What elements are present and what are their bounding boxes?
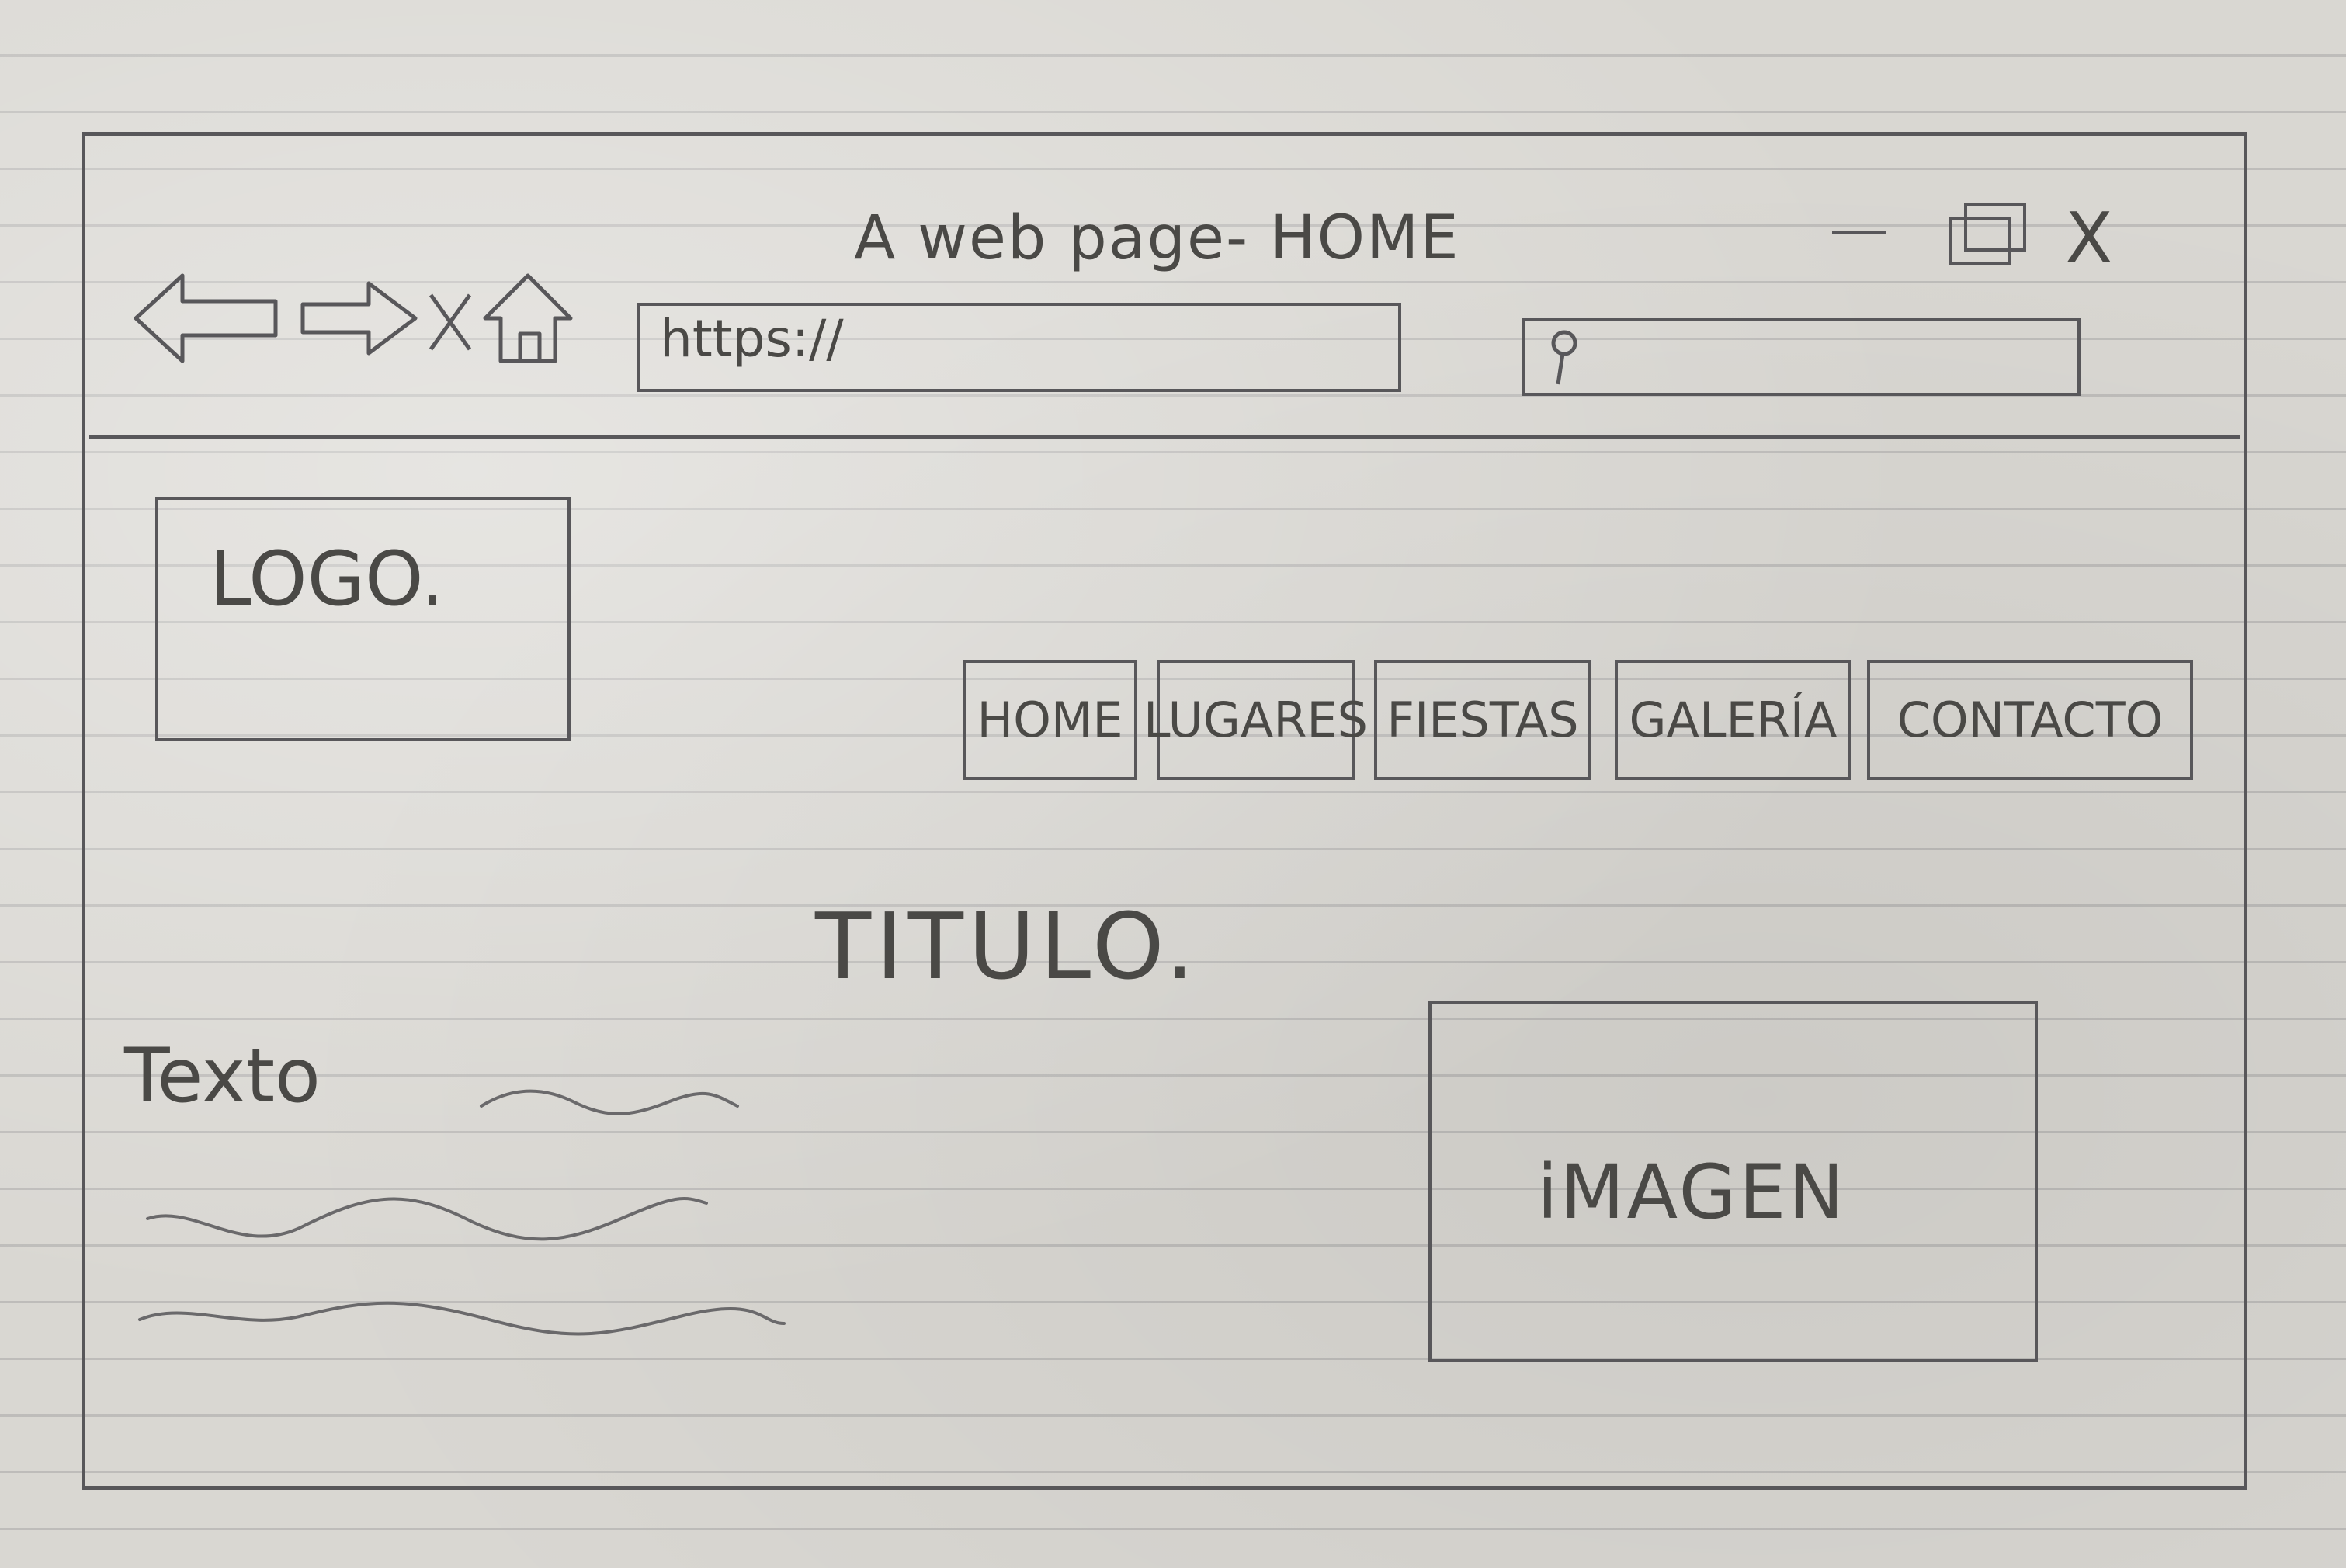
- back-icon[interactable]: [134, 273, 278, 363]
- nav-controls: [128, 264, 578, 373]
- menu-item-galeria[interactable]: GALERÍA: [1615, 660, 1851, 780]
- menu-item-fiestas[interactable]: FIESTAS: [1374, 660, 1591, 780]
- menu-label: CONTACTO: [1897, 692, 2164, 748]
- image-label: iMAGEN: [1537, 1149, 1847, 1236]
- address-bar[interactable]: [637, 303, 1401, 392]
- search-input[interactable]: [1522, 318, 2081, 396]
- body-text-placeholder: [138, 1089, 786, 1336]
- body-text-label: Texto: [124, 1032, 321, 1119]
- menu-item-home[interactable]: HOME: [963, 660, 1137, 780]
- menu-label: FIESTAS: [1386, 692, 1579, 748]
- menu-label: GALERÍA: [1629, 692, 1838, 748]
- logo-box[interactable]: [155, 497, 571, 741]
- toolbar-divider: [89, 435, 2240, 439]
- logo-text: LOGO.: [210, 536, 445, 623]
- image-placeholder: [1428, 1001, 2038, 1362]
- stop-icon[interactable]: [429, 293, 472, 351]
- forward-icon[interactable]: [300, 281, 418, 356]
- maximize-icon-back: [1964, 203, 2026, 252]
- window-title: A web page- HOME: [854, 203, 1460, 273]
- menu-item-contacto[interactable]: CONTACTO: [1867, 660, 2193, 780]
- home-icon[interactable]: [483, 273, 573, 363]
- browser-window: [82, 132, 2247, 1490]
- maximize-icon[interactable]: [1949, 217, 2011, 265]
- url-text: https://: [660, 309, 844, 369]
- menu-item-lugares[interactable]: LUGARES: [1144, 660, 1368, 780]
- menu-label: LUGARES: [1144, 692, 1368, 748]
- search-icon[interactable]: [1541, 326, 1588, 388]
- menu-label: HOME: [977, 692, 1123, 748]
- close-icon[interactable]: X: [2065, 198, 2113, 279]
- page-title: TITULO.: [815, 893, 1199, 1000]
- minimize-icon[interactable]: [1832, 227, 1886, 234]
